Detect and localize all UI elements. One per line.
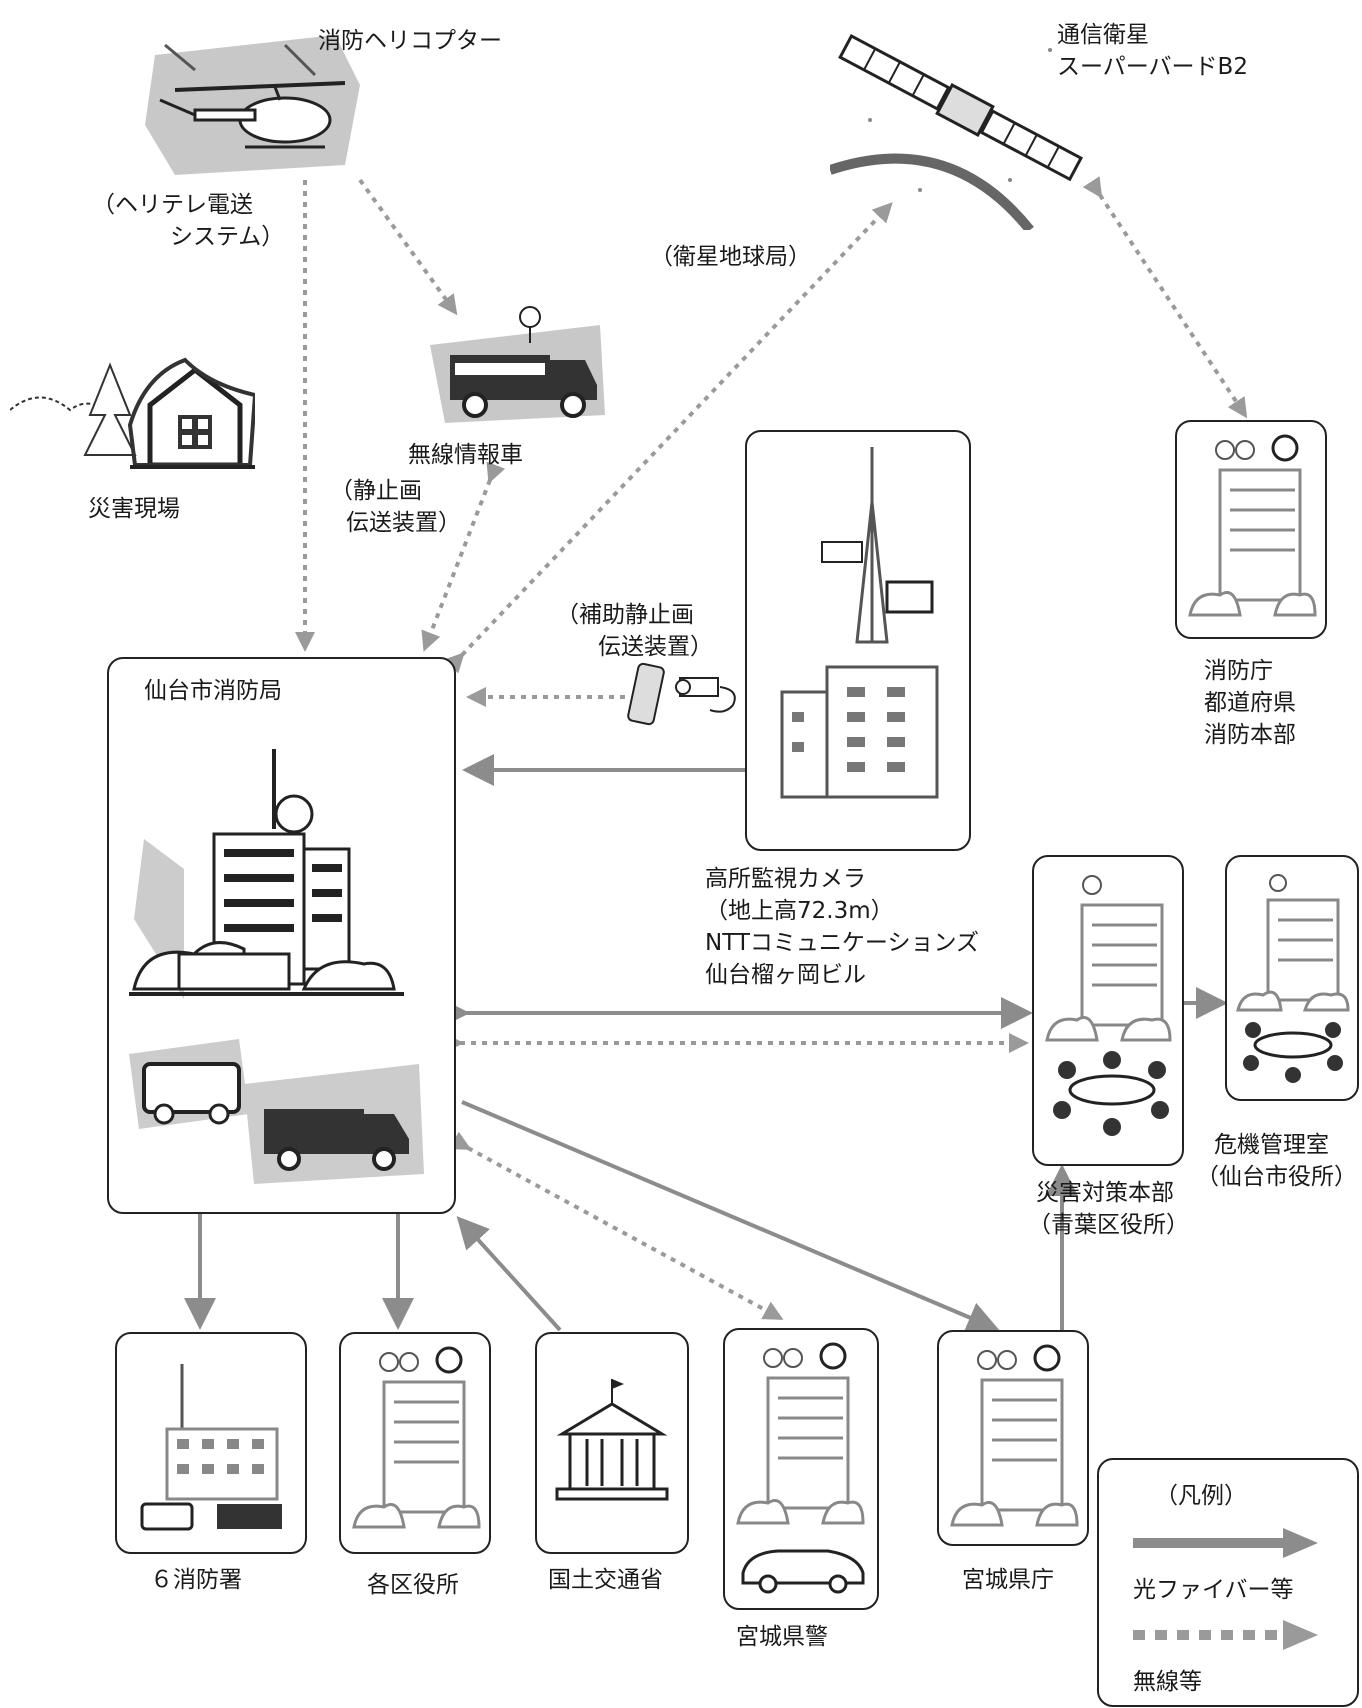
- link-hq-pref: [461, 1100, 1000, 1333]
- ambulance-firetruck-icon: [129, 1039, 424, 1184]
- crisis-room-label-2: （仙台市役所）: [1196, 1164, 1357, 1190]
- hq-label: 仙台市消防局: [144, 678, 282, 704]
- disaster-hq-label-1: 災害対策本部: [1036, 1180, 1174, 1206]
- aux-still-label-1: （補助静止画: [556, 602, 694, 628]
- link-hq-police: [449, 1131, 784, 1320]
- legend-box: （凡例） 光ファイバー等 無線等: [1097, 1458, 1359, 1707]
- disaster-hq-box: [1032, 855, 1184, 1166]
- mlit-box: [535, 1332, 689, 1554]
- link-satellite-fdma: [1082, 176, 1248, 419]
- crisis-room-box: [1225, 855, 1359, 1101]
- legend-fiber-arrow: [1133, 1528, 1318, 1558]
- legend-fiber-label: 光ファイバー等: [1133, 1577, 1294, 1603]
- police-building-icon: [736, 1342, 865, 1594]
- hq-building-icon: [129, 749, 404, 999]
- legend-radio-label: 無線等: [1133, 1669, 1202, 1695]
- still-image-label-2: 伝送装置）: [346, 510, 461, 536]
- pref-building-icon: [950, 1344, 1079, 1527]
- crisis-room-label-1: 危機管理室: [1214, 1132, 1329, 1158]
- mlit-label: 国土交通省: [548, 1567, 663, 1593]
- satellite-label-1: 通信衛星: [1057, 22, 1149, 48]
- link-heli-radiocar: [358, 178, 458, 316]
- disaster-hq-building-icon: [1045, 875, 1172, 1136]
- link-radiocar-hq: [421, 461, 506, 652]
- link-hq-satellite: [443, 202, 893, 674]
- radio-car-label: 無線情報車: [408, 442, 523, 468]
- phone-camera-icon: [625, 660, 745, 730]
- aux-still-label-2: 伝送装置）: [598, 634, 713, 660]
- crisis-room-building-icon: [1236, 874, 1350, 1083]
- stations-label: ６消防署: [150, 1567, 242, 1593]
- government-building-icon: [555, 1379, 669, 1501]
- camera-label-4: 仙台榴ヶ岡ビル: [705, 962, 866, 988]
- camera-box: [745, 430, 971, 851]
- fdma-label-3: 消防本部: [1204, 722, 1296, 748]
- helicopter-sub-2: システム）: [170, 224, 285, 250]
- legend-title: （凡例）: [1155, 1483, 1247, 1509]
- helicopter-icon: [135, 25, 365, 175]
- police-label: 宮城県警: [736, 1624, 828, 1650]
- pref-label: 宮城県庁: [962, 1567, 1054, 1593]
- link-mlit-hq: [456, 1216, 562, 1332]
- fire-station-icon: [140, 1364, 282, 1531]
- disaster-site-label: 災害現場: [88, 496, 180, 522]
- ward-office-building-icon: [352, 1346, 481, 1529]
- camera-label-1: 高所監視カメラ: [705, 866, 866, 892]
- police-box: [723, 1328, 879, 1610]
- wards-label: 各区役所: [367, 1572, 459, 1598]
- fdma-label-1: 消防庁: [1204, 658, 1273, 684]
- radio-car-icon: [425, 305, 610, 425]
- satellite-icon: [828, 10, 1100, 234]
- hq-box: 仙台市消防局: [107, 657, 456, 1214]
- helicopter-label: 消防ヘリコプター: [318, 28, 502, 54]
- camera-tower-icon: [780, 447, 939, 799]
- fdma-building-icon: [1188, 434, 1317, 617]
- disaster-hq-label-2: （青葉区役所）: [1028, 1212, 1189, 1238]
- fdma-box: [1175, 420, 1327, 639]
- pref-box: [937, 1330, 1089, 1546]
- stations-box: [115, 1332, 307, 1554]
- fdma-label-2: 都道府県: [1204, 690, 1296, 716]
- helicopter-sub-1: （ヘリテレ電送: [92, 192, 253, 218]
- camera-label-2: （地上高72.3m）: [705, 898, 894, 924]
- wards-box: [339, 1332, 491, 1554]
- satellite-label-2: スーパーバードB2: [1057, 54, 1248, 80]
- house-fire-icon: [9, 355, 258, 475]
- still-image-label-1: （静止画: [330, 478, 422, 504]
- camera-label-3: NTTコミュニケーションズ: [705, 930, 979, 956]
- earth-station-label: （衛星地球局）: [650, 244, 811, 270]
- legend-radio-arrow: [1133, 1620, 1318, 1650]
